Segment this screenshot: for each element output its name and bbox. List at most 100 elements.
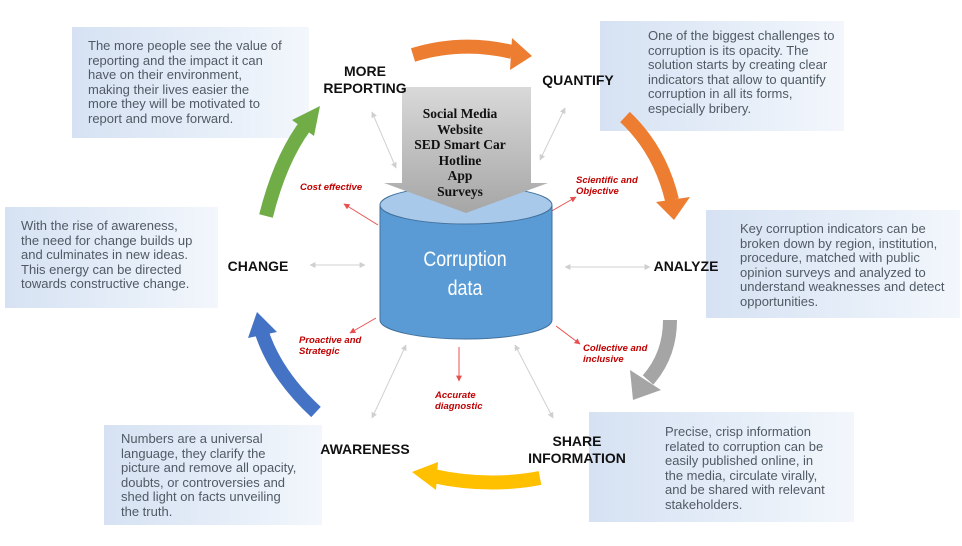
source-item: SED Smart Car — [414, 137, 506, 152]
arrow-collective — [555, 325, 581, 345]
description-line: especially bribery. — [648, 100, 752, 116]
stage-label-line: REPORTING — [323, 80, 407, 96]
description-line: Numbers are a universal — [121, 431, 263, 446]
arrow-green-left — [259, 121, 311, 218]
connector-quantify — [539, 107, 566, 161]
description-line: corruption is its opacity. The — [648, 42, 809, 58]
attribute-scientific: Scientific and Objective — [576, 175, 638, 197]
description-line: the truth. — [121, 503, 173, 519]
source-item: Social Media — [422, 106, 498, 121]
source-item: App — [447, 168, 473, 183]
description-box-analyze: Key corruption indicators can be broken … — [706, 210, 960, 318]
description-line: The more people see the value of — [88, 38, 282, 53]
cylinder-title-line: Corruption — [423, 248, 507, 271]
description-line: the need for change builds up — [21, 232, 193, 248]
connector-more-reporting — [371, 111, 397, 169]
stage-change: CHANGE — [223, 258, 293, 275]
description-box-quantify: One of the biggest challenges to corrupt… — [600, 21, 844, 131]
description-box-share-information: Precise, crisp information related to co… — [589, 412, 854, 522]
arrow-yellow-bottom-head — [412, 462, 438, 490]
arrow-proactive — [349, 317, 377, 334]
source-item: Surveys — [437, 183, 483, 199]
description-line: shed light on facts unveiling — [121, 489, 281, 504]
arrow-yellow-bottom — [431, 469, 542, 490]
description-line: corruption in all its forms, — [648, 86, 793, 101]
stage-more-reporting: MORE REPORTING — [322, 63, 408, 97]
description-line: stakeholders. — [665, 496, 743, 512]
description-line: and culminates in new ideas. — [21, 247, 188, 262]
attribute-line: Cost effective — [300, 182, 363, 193]
arrow-orange-right-head — [656, 197, 690, 220]
description-line: One of the biggest challenges to — [648, 28, 835, 43]
attribute-proactive: Proactive and Strategic — [299, 335, 361, 357]
stage-label-line: INFORMATION — [528, 450, 626, 466]
description-box-more-reporting: The more people see the value of reporti… — [72, 27, 309, 138]
source-item: Hotline — [438, 152, 482, 168]
arrow-blue-left-head — [248, 312, 277, 338]
description-line: reporting and the impact it can — [88, 52, 263, 68]
stage-label-line: SHARE — [552, 433, 602, 449]
description-line: picture and remove all opacity, — [121, 460, 297, 475]
stage-share-information: SHARE INFORMATION — [522, 433, 632, 467]
description-line: more they will be motivated to — [88, 96, 260, 111]
description-line: easily published online, in — [665, 453, 814, 468]
funnel-arrow — [384, 87, 548, 213]
attribute-collective: Collective and inclusive — [583, 343, 647, 365]
description-line: This energy can be directed — [21, 261, 182, 277]
attribute-line: diagnostic — [435, 401, 483, 412]
data-sources-list: Social Media Website SED Smart Car Hotli… — [405, 106, 515, 199]
cycle-arrows — [248, 38, 690, 490]
arrow-orange-top-head — [510, 38, 532, 70]
attribute-accurate: Accurate diagnostic — [435, 390, 483, 412]
attribute-line: Scientific and — [576, 175, 638, 186]
arrow-gray-right-head — [630, 370, 661, 400]
description-line: indicators that allow to quantify — [648, 71, 826, 87]
stage-label-line: QUANTIFY — [542, 72, 614, 88]
description-line: understand weaknesses and detect — [740, 279, 945, 294]
stage-analyze: ANALYZE — [651, 258, 721, 275]
attribute-cost-effective: Cost effective — [300, 182, 362, 193]
stage-label-line: AWARENESS — [320, 441, 410, 457]
description-line: procedure, matched with public — [740, 250, 920, 265]
description-line: related to corruption can be — [665, 438, 824, 454]
description-line: With the rise of awareness, — [21, 218, 178, 233]
arrow-scientific — [549, 196, 577, 213]
attribute-line: inclusive — [583, 354, 624, 365]
description-line: opinion surveys and analyzed to — [740, 264, 926, 280]
attribute-line: Proactive and — [299, 335, 362, 346]
stage-label-line: CHANGE — [227, 258, 289, 274]
cylinder-title: Corruption data — [414, 245, 516, 303]
stage-label-line: ANALYZE — [653, 258, 719, 274]
description-line: language, they clarify the — [121, 445, 266, 461]
source-item: Website — [437, 121, 483, 137]
connector-share — [514, 344, 554, 419]
description-line: Precise, crisp information — [665, 424, 811, 439]
cylinder-body — [380, 205, 552, 339]
description-line: making their lives easier the — [88, 81, 250, 97]
description-line: solution starts by creating clear — [648, 57, 828, 72]
red-attribute-arrows — [343, 196, 581, 382]
description-box-awareness: Numbers are a universal language, they c… — [104, 425, 322, 525]
description-line: opportunities. — [740, 293, 819, 309]
description-line: report and move forward. — [88, 110, 234, 126]
arrow-cost-effective — [343, 203, 379, 226]
arrow-gray-right — [642, 319, 677, 385]
arrow-orange-right — [620, 111, 679, 202]
stage-quantify: QUANTIFY — [538, 72, 618, 89]
description-line: and be shared with relevant — [665, 482, 825, 497]
arrow-orange-top — [410, 39, 514, 62]
cylinder-title-line: data — [447, 277, 483, 300]
attribute-line: Objective — [576, 186, 619, 197]
cylinder-bottom-rim — [379, 319, 553, 340]
arrow-blue-left — [255, 330, 321, 418]
arrow-green-left-head — [292, 106, 320, 136]
description-line: doubts, or controversies and — [121, 474, 286, 490]
connector-awareness — [371, 344, 407, 419]
gray-connectors — [309, 107, 651, 419]
description-line: have on their environment, — [88, 67, 242, 82]
stage-label-line: MORE — [344, 63, 386, 79]
description-line: Key corruption indicators can be — [740, 221, 926, 236]
attribute-line: Collective and — [583, 343, 648, 354]
description-box-change: With the rise of awareness, the need for… — [5, 207, 218, 308]
